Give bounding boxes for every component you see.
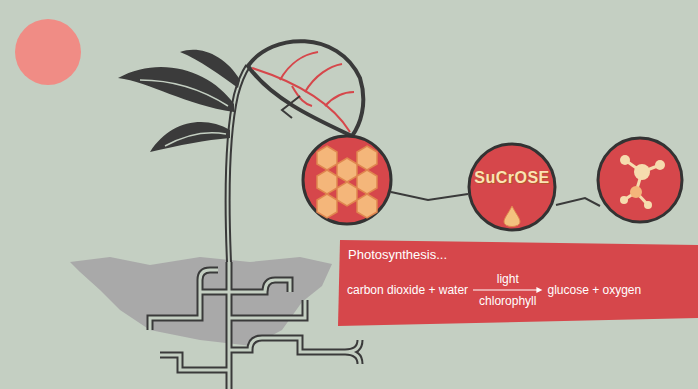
equation-band: Photosynthesis... carbon dioxide + water l… [338,238,698,328]
honeycomb [317,146,377,218]
molecule-name: SuCrOSE [474,169,550,187]
joining-line [556,198,600,206]
arrow-line [472,286,543,294]
equation-row: carbon dioxide + water light chlorophyll gl… [347,272,641,308]
sun [15,19,81,85]
condition: light [497,272,519,286]
starch-circle [303,136,391,224]
dark-leaf [150,122,230,152]
stem [228,66,248,262]
molecule-circle: SuCrOSE [467,142,557,232]
leaf-veins [252,52,354,132]
outlined-leaf [248,41,363,136]
dark-leaf [118,67,234,112]
leaf-vein [165,133,226,146]
dark-leaf [180,50,240,88]
catalyst: chlorophyll [479,294,536,308]
heading: Photosynthesis... [348,247,447,262]
molecule [620,155,665,209]
roots [150,262,360,389]
sucrose-circle [467,142,557,232]
leader-line [282,96,300,118]
glucose-circle [598,138,682,222]
leaf-vein [140,80,228,106]
joining-line [391,192,468,200]
products: glucose + oxygen [547,283,641,297]
reaction-arrow: light chlorophyll [472,272,543,308]
reactants: carbon dioxide + water [347,283,468,297]
